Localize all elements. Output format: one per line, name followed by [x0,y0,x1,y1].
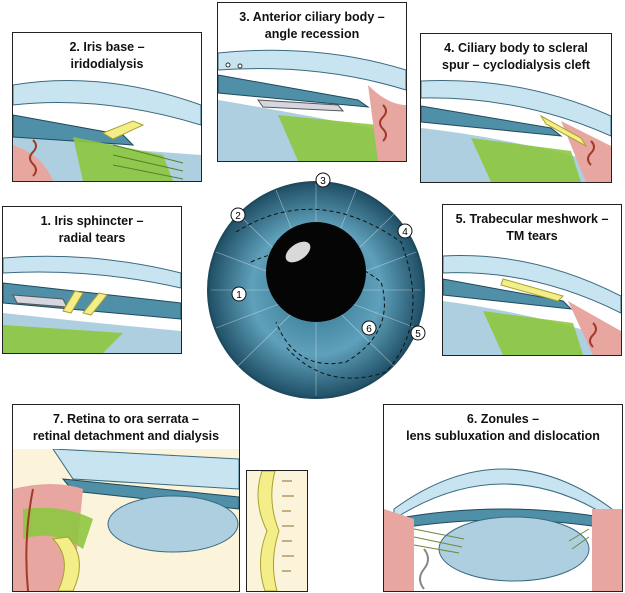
cyclodialysis-illustration [421,79,611,182]
marker-6-label: 6 [366,324,372,335]
radial-tears-illustration [3,255,181,353]
marker-4-label: 4 [402,227,408,238]
panel-caption: 5. Trabecular meshwork – TM tears [455,212,609,243]
marker-6 [361,320,377,336]
panel-caption: 6. Zonules – lens subluxation and disloc… [406,412,600,443]
marker-2 [230,207,246,223]
panel-caption: 7. Retina to ora serrata – retinal detac… [32,412,220,443]
central-eye-diagram: 1 2 3 4 5 6 [207,172,426,399]
ora-serrata-detail [246,470,308,592]
marker-2-label: 2 [235,211,241,222]
panel-anterior-ciliary: 3. Anterior ciliary body – angle recessi… [217,2,407,162]
lens-subluxation-illustration [384,468,622,591]
marker-5-label: 5 [415,329,421,340]
pupil-highlight [285,241,311,263]
panel-caption: 1. Iris sphincter – radial tears [40,214,144,245]
panel-trabecular-meshwork: 5. Trabecular meshwork – TM tears [442,204,622,356]
pupil [266,222,366,322]
panel-iris-base: 2. Iris base – iridodialysis [12,32,202,182]
marker-4 [397,223,413,239]
marker-5 [410,325,426,341]
iridodialysis-illustration [13,80,201,181]
panel-caption: 2. Iris base – iridodialysis [69,40,145,71]
angle-recession-illustration [218,49,406,161]
panel-caption: 4. Ciliary body to scleral spur – cyclod… [442,41,590,72]
panel-zonules: 6. Zonules – lens subluxation and disloc… [383,404,623,592]
marker-1 [231,286,247,302]
panel-iris-sphincter: 1. Iris sphincter – radial tears [2,206,182,354]
panel-caption: 3. Anterior ciliary body – angle recessi… [239,10,385,41]
marker-1-label: 1 [236,290,242,301]
panel-cyclodialysis: 4. Ciliary body to scleral spur – cyclod… [420,33,612,183]
marker-3-label: 3 [320,176,326,187]
ora-serrata-illustration [247,471,307,591]
marker-3 [315,172,331,188]
tm-tears-illustration [443,255,621,355]
panel-retina-ora-serrata: 7. Retina to ora serrata – retinal detac… [12,404,240,592]
dashed-ring-outer [235,208,414,379]
retinal-detachment-illustration [13,449,239,591]
